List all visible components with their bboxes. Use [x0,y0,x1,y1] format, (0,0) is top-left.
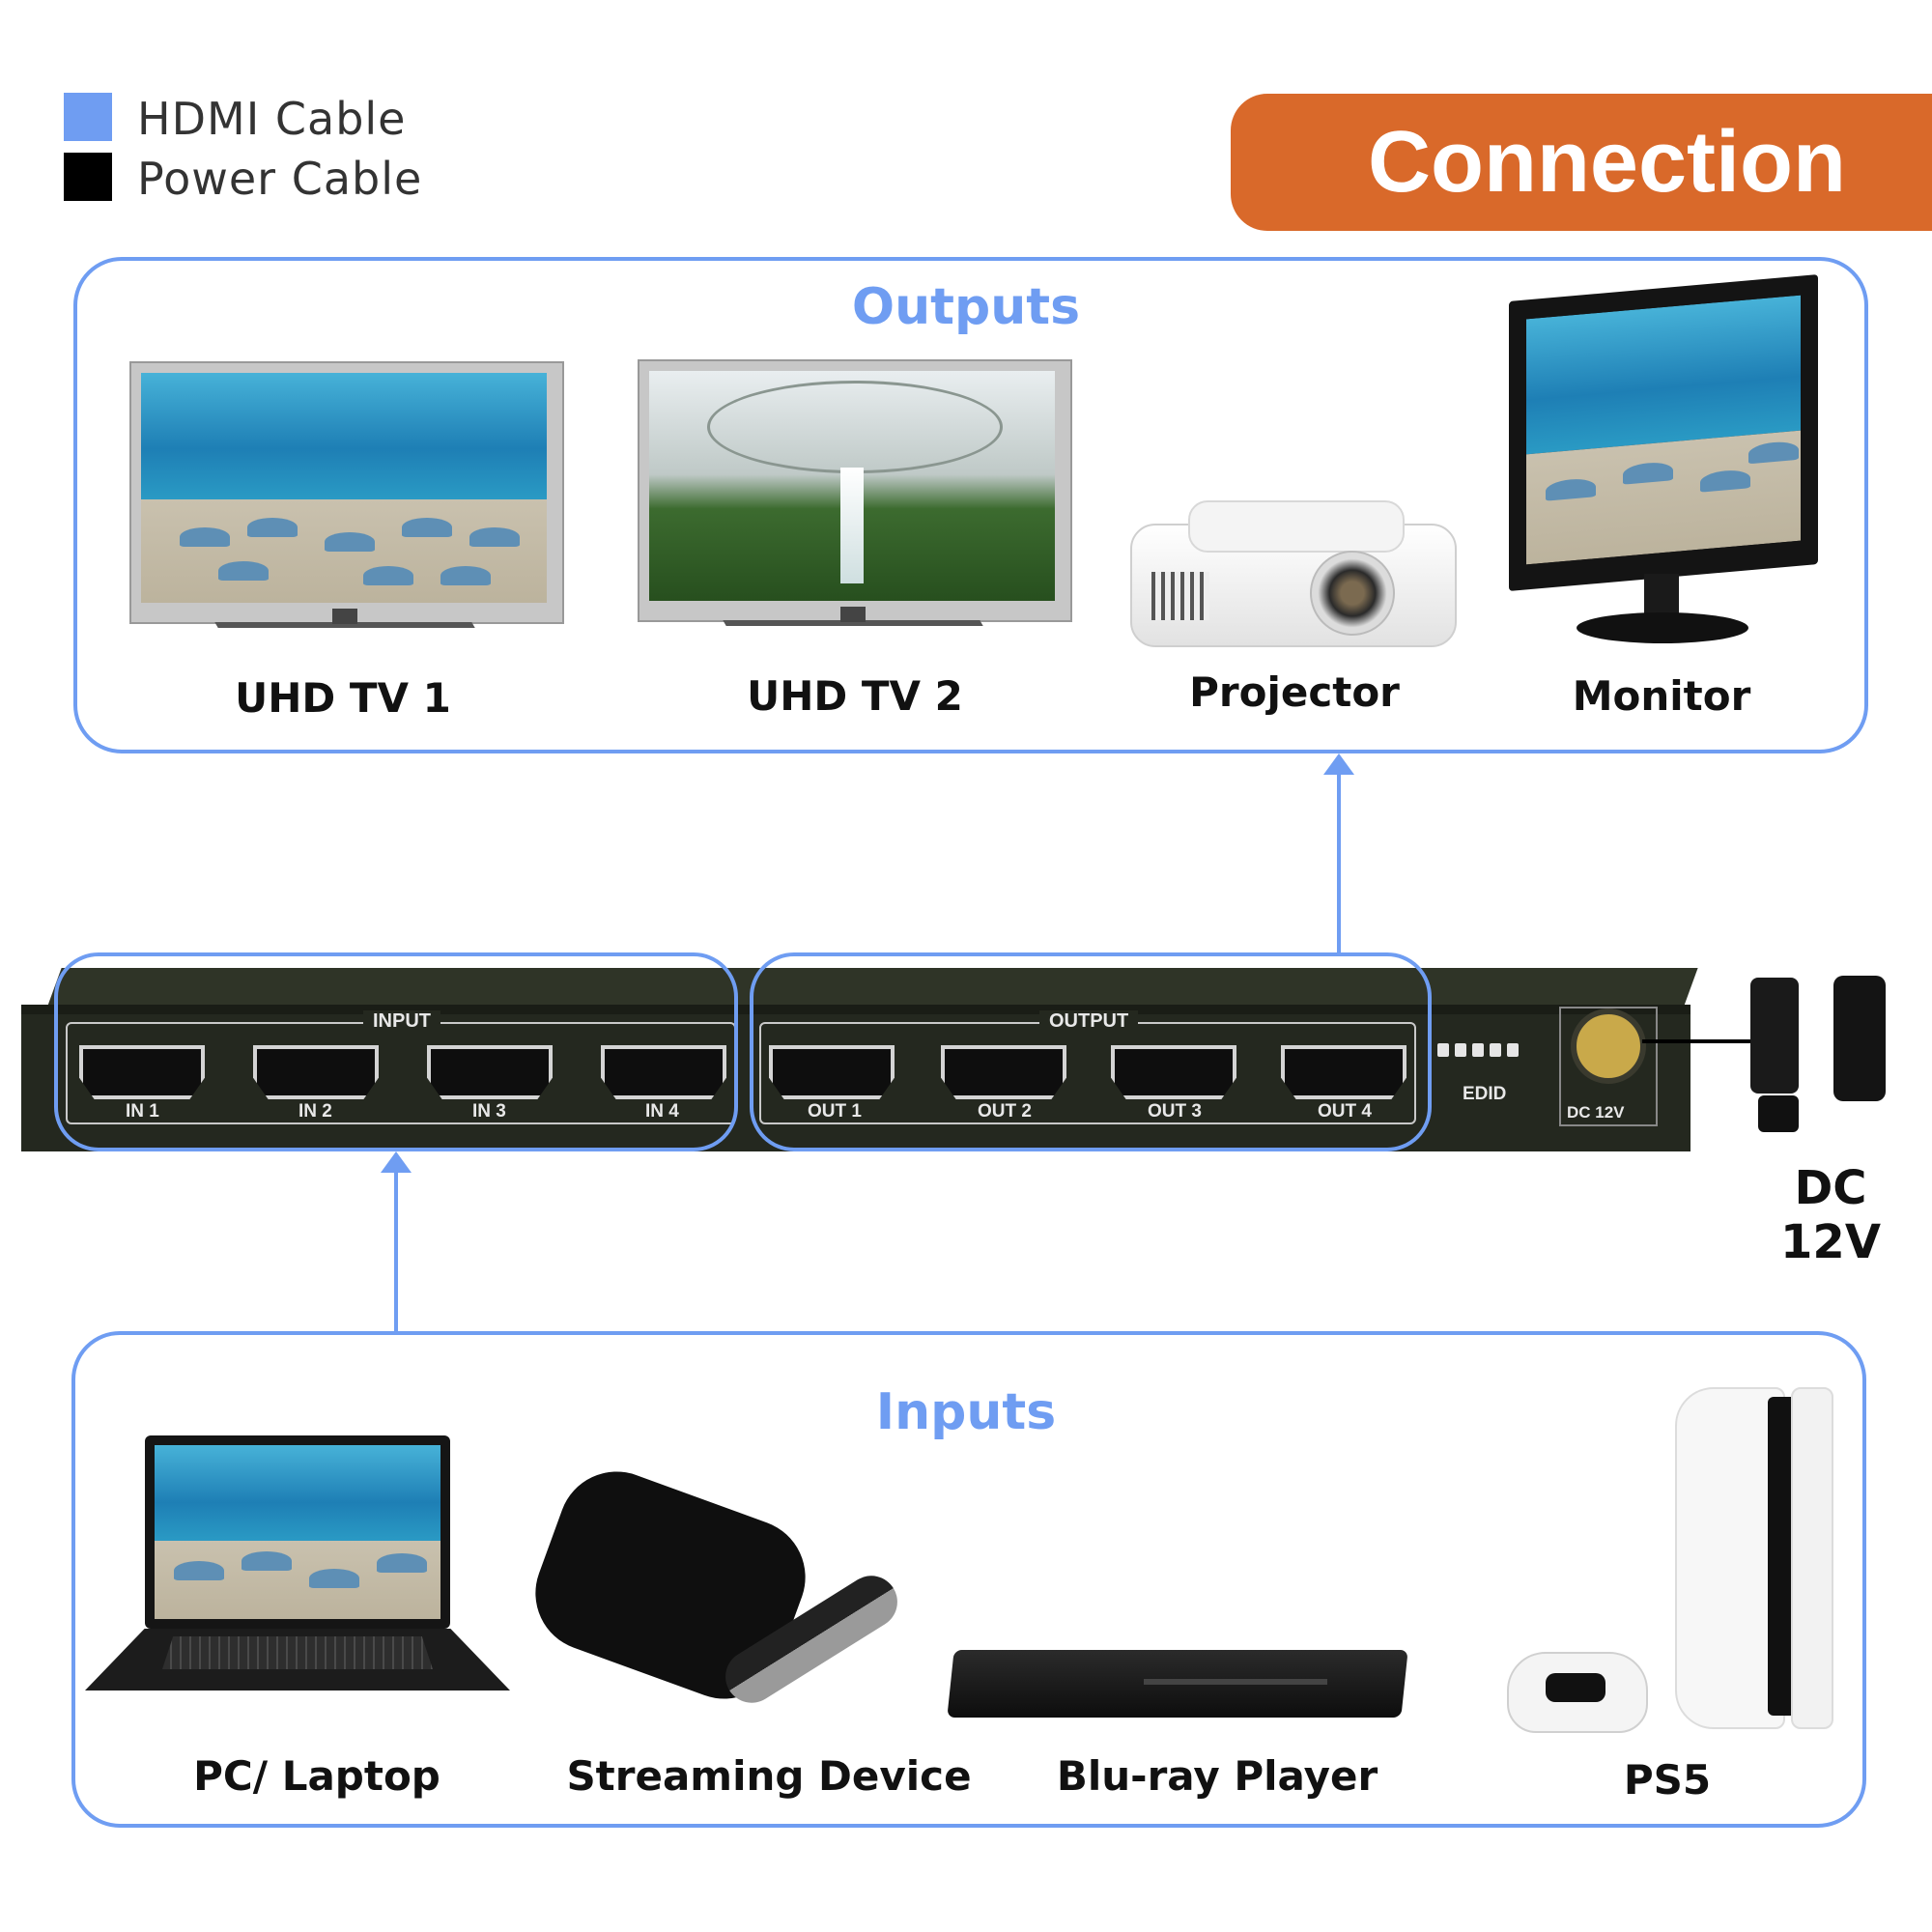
legend-power-label: Power Cable [137,153,423,205]
bluray-player-icon [947,1650,1408,1721]
ps5-controller-icon [1507,1652,1648,1745]
device-label-streaming-device: Streaming Device [566,1752,972,1800]
port-label-in-1: IN 1 [120,1101,165,1122]
port-label-out-2: OUT 2 [972,1101,1037,1122]
remote-control-icon [715,1566,908,1719]
port-label-in-3: IN 3 [467,1101,512,1122]
laptop-icon [85,1435,510,1692]
hdmi-port-in-3[interactable] [427,1045,553,1099]
edid-label: EDID [1463,1084,1507,1104]
hdmi-arrow-to-outputs [1337,773,1341,952]
outputs-title: Outputs [851,278,1081,336]
tv-icon [129,361,564,651]
dc-port-frame [1559,1007,1658,1126]
dc-jack-icon[interactable] [1571,1009,1646,1084]
hdmi-port-in-4[interactable] [601,1045,726,1099]
hdmi-port-out-4[interactable] [1281,1045,1406,1099]
port-label-out-1: OUT 1 [802,1101,867,1122]
arrow-up-icon [1323,753,1354,775]
hdmi-cable-swatch [64,93,112,141]
ps5-icon [1675,1387,1839,1735]
hdmi-port-in-2[interactable] [253,1045,379,1099]
device-label-monitor: Monitor [1572,672,1751,720]
output-ports-highlight [750,952,1432,1151]
legend-hdmi-label: HDMI Cable [137,93,407,145]
edid-dip-switch[interactable] [1472,1043,1484,1057]
input-group-label: INPUT [363,1010,440,1033]
hdmi-port-out-2[interactable] [941,1045,1066,1099]
input-ports-highlight [54,952,738,1151]
device-label-projector: Projector [1189,668,1400,716]
arrow-up-icon [381,1151,412,1173]
device-label-uhd-tv-2: UHD TV 2 [747,672,963,720]
power-cable-swatch [64,153,112,201]
projector-icon [1130,495,1457,649]
edid-dip-switch[interactable] [1490,1043,1501,1057]
port-label-in-4: IN 4 [639,1101,685,1122]
hdmi-arrow-from-inputs [394,1169,398,1333]
tv-icon [638,359,1072,649]
power-cable [1642,1039,1768,1043]
hdmi-port-in-1[interactable] [79,1045,205,1099]
port-label-in-2: IN 2 [293,1101,338,1122]
power-adapter-plug-icon [1833,976,1886,1101]
edid-dip-switch[interactable] [1437,1043,1449,1057]
banner-title: Connection [1368,114,1846,211]
adapter-plug-clip-icon [1758,1095,1799,1132]
dc-port-label: DC 12V [1567,1103,1625,1122]
power-label: DC 12V [1780,1161,1881,1269]
port-label-out-4: OUT 4 [1312,1101,1378,1122]
power-adapter-icon [1750,978,1799,1094]
device-label-bluray-player: Blu-ray Player [1056,1752,1378,1800]
inputs-panel [71,1331,1866,1828]
hdmi-port-out-1[interactable] [769,1045,895,1099]
connection-banner: Connection [1231,94,1932,231]
device-label-uhd-tv-1: UHD TV 1 [235,674,451,722]
inputs-title: Inputs [875,1383,1057,1441]
device-label-ps5: PS5 [1623,1756,1712,1804]
monitor-icon [1509,274,1818,647]
edid-dip-switch[interactable] [1507,1043,1519,1057]
hdmi-port-out-3[interactable] [1111,1045,1236,1099]
device-label-pc-laptop: PC/ Laptop [193,1752,440,1800]
output-group-label: OUTPUT [1039,1010,1139,1033]
edid-dip-switch[interactable] [1455,1043,1466,1057]
port-label-out-3: OUT 3 [1142,1101,1208,1122]
